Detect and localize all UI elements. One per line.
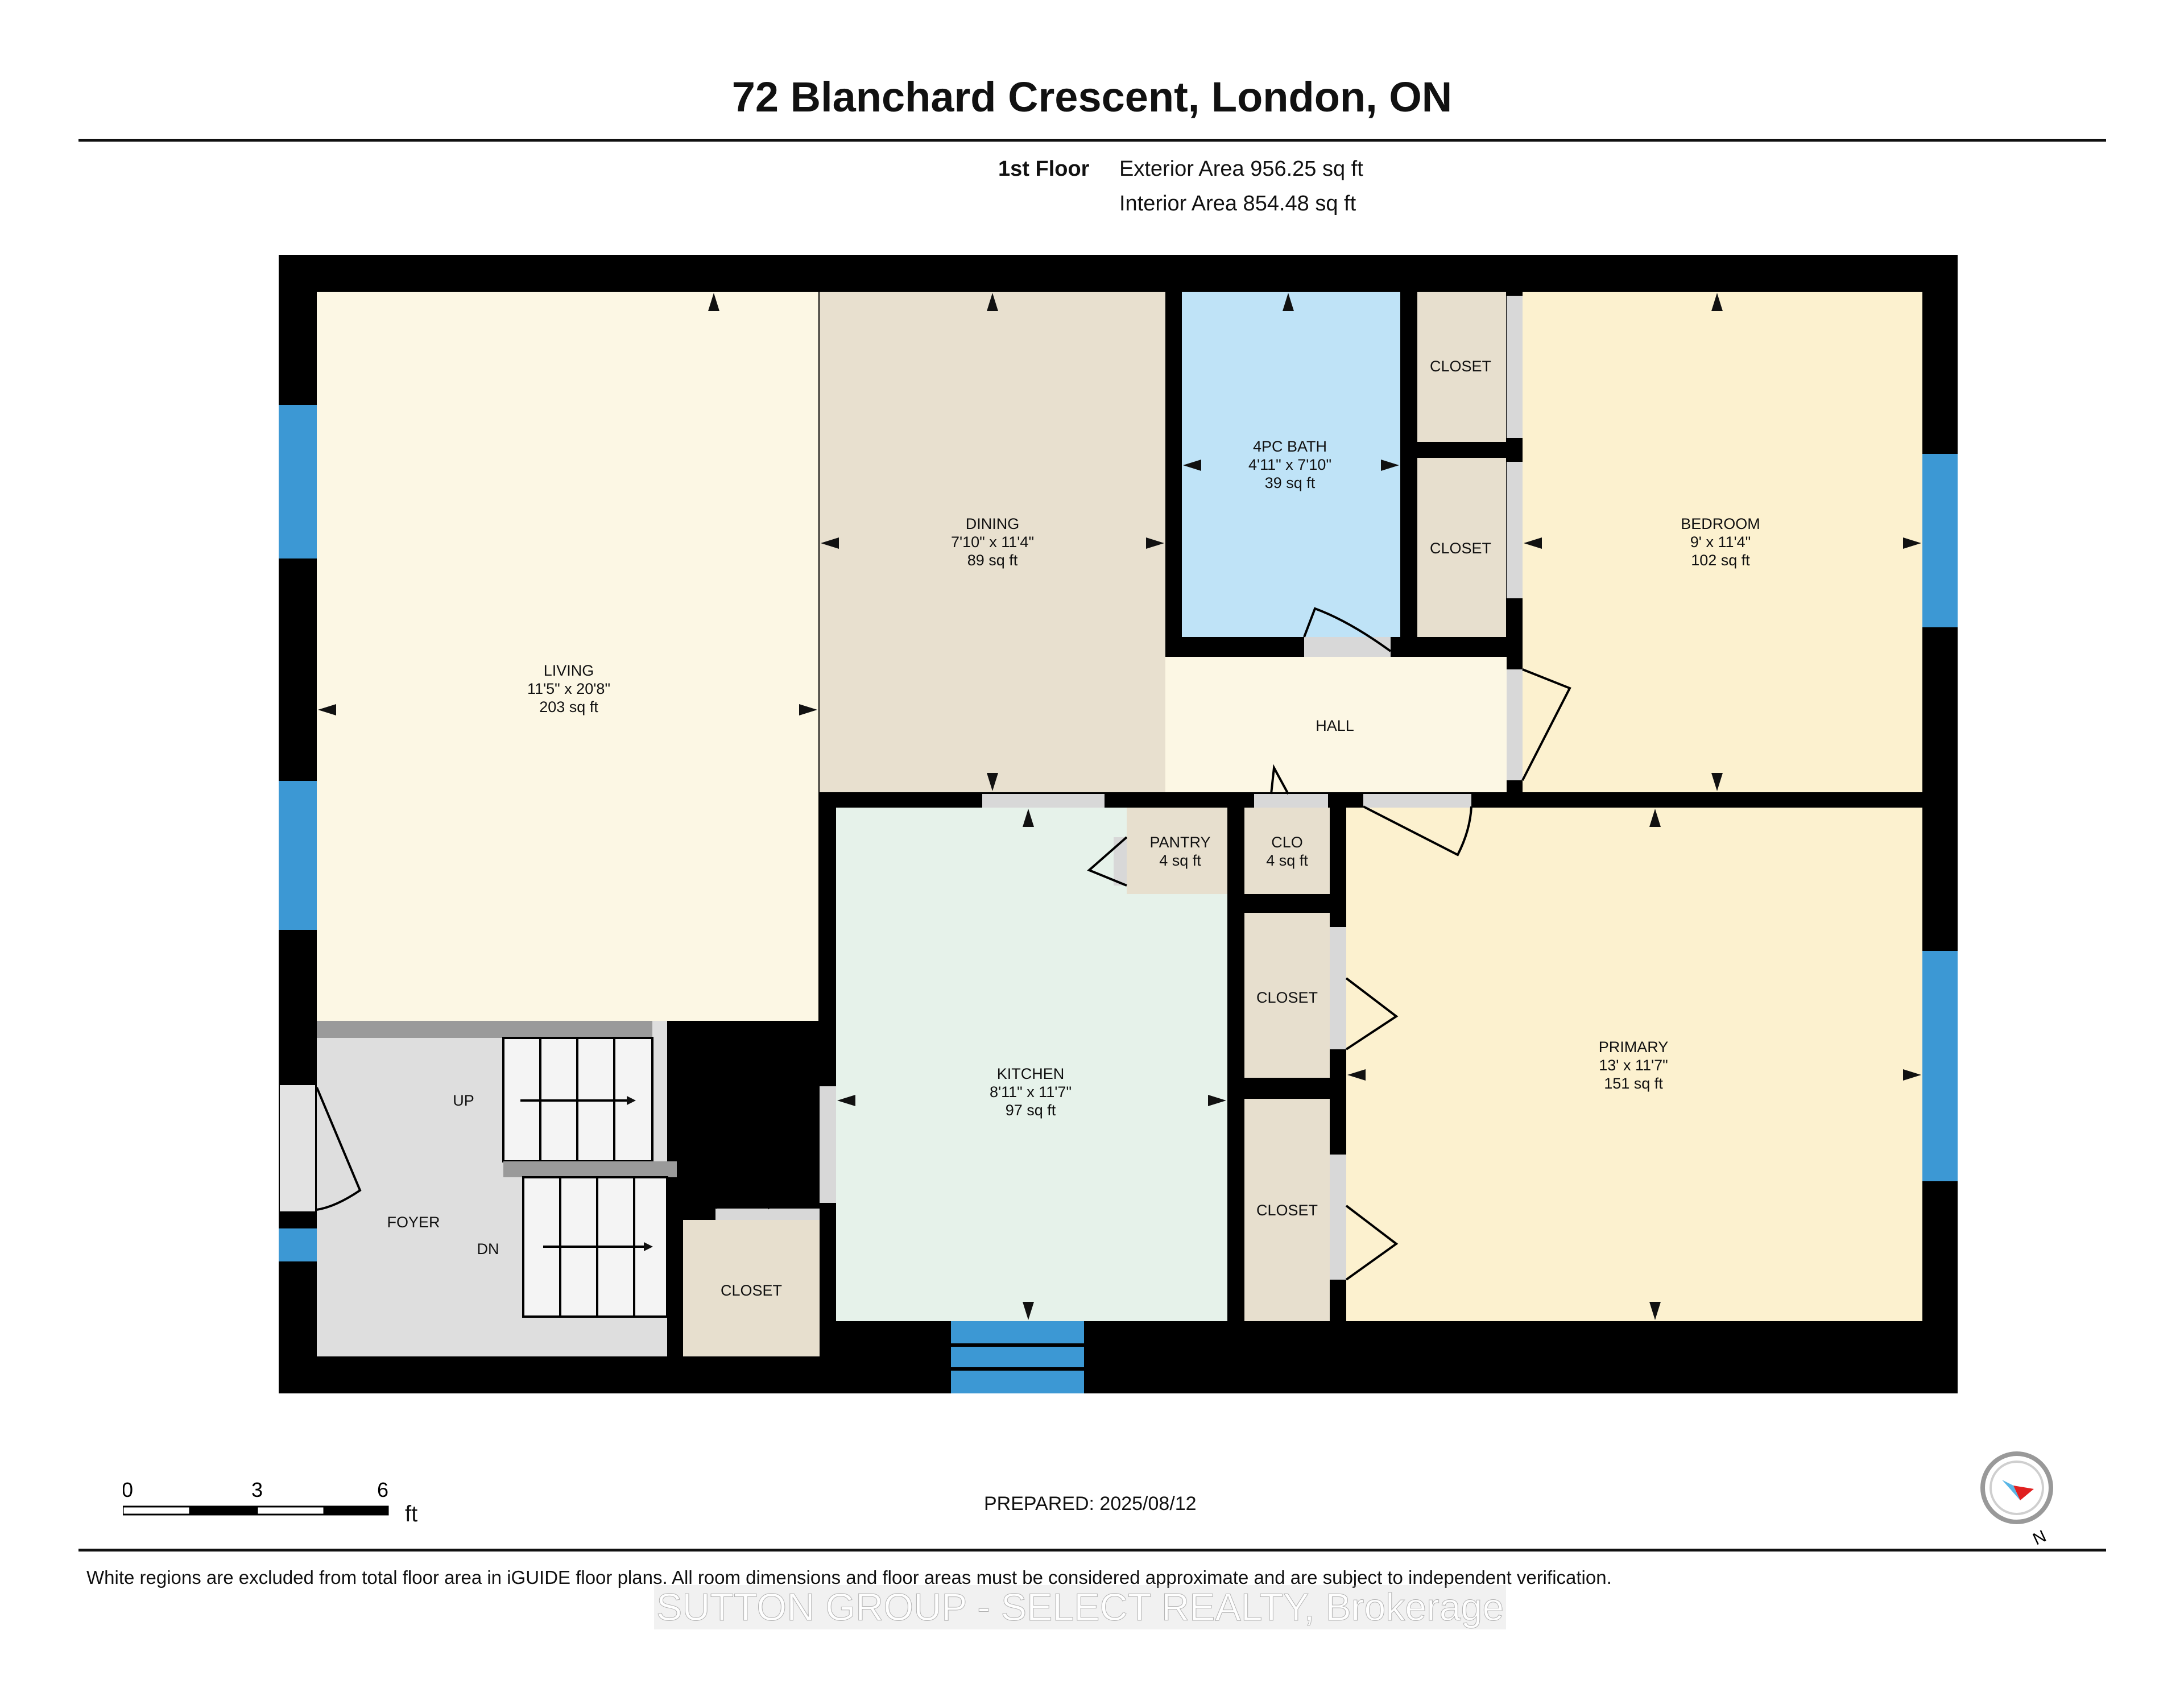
closet-label: CLOSET — [1430, 540, 1491, 557]
scale-tick: 6 — [377, 1478, 388, 1501]
clo-name: CLO — [1271, 834, 1303, 851]
scale-unit: ft — [405, 1501, 418, 1526]
dining-room — [820, 292, 1165, 792]
page-title: 72 Blanchard Crescent, London, ON — [731, 73, 1453, 121]
bedroom-name: BEDROOM — [1681, 515, 1760, 532]
dining-name: DINING — [966, 515, 1020, 532]
foyer-name: FOYER — [387, 1214, 440, 1231]
floor-plan: LIVING 11'5" x 20'8" 203 sq ft DINING 7'… — [279, 255, 1958, 1393]
footer-divider — [78, 1549, 2106, 1552]
living-area: 203 sq ft — [539, 698, 598, 715]
window — [279, 781, 317, 930]
clo-room — [1244, 808, 1330, 894]
scale-bar: 0 3 6 — [123, 1478, 389, 1516]
living-room — [317, 292, 818, 1021]
living-dims: 11'5" x 20'8" — [527, 680, 610, 697]
closet-primary-lower — [1244, 1099, 1330, 1321]
closet-lower — [1417, 458, 1506, 637]
primary-area: 151 sq ft — [1604, 1075, 1663, 1092]
pantry-room — [1127, 808, 1227, 894]
closet-label: CLOSET — [1430, 358, 1491, 375]
hall-name: HALL — [1316, 717, 1354, 734]
scale-tick: 0 — [123, 1478, 133, 1501]
exterior-area: Exterior Area 956.25 sq ft — [1119, 157, 1363, 181]
primary-name: PRIMARY — [1599, 1039, 1669, 1056]
closet-label: CLOSET — [1256, 989, 1318, 1006]
closet-label: CLOSET — [1256, 1202, 1318, 1219]
window — [279, 1228, 317, 1261]
dining-area: 89 sq ft — [967, 552, 1018, 569]
window — [1922, 951, 1958, 1181]
bath-name: 4PC BATH — [1253, 438, 1327, 455]
compass-icon: N — [1980, 1451, 2053, 1549]
bath-dims: 4'11" x 7'10" — [1248, 456, 1331, 473]
stairs — [502, 1037, 677, 1318]
bath-room — [1182, 292, 1400, 637]
living-name: LIVING — [544, 662, 594, 679]
primary-room — [1346, 808, 1922, 1321]
disclaimer-text: White regions are excluded from total fl… — [86, 1567, 1612, 1588]
prepared-date: PREPARED: 2025/08/12 — [984, 1493, 1197, 1515]
hall-room — [1165, 657, 1507, 792]
primary-dims: 13' x 11'7" — [1599, 1057, 1668, 1074]
scale-tick: 3 — [251, 1478, 263, 1501]
door-swings — [316, 607, 1571, 1281]
window — [951, 1321, 1084, 1393]
kitchen-name: KITCHEN — [997, 1065, 1065, 1082]
dimension-markers — [318, 293, 1921, 1320]
bedroom-room — [1523, 292, 1922, 792]
clo-area: 4 sq ft — [1266, 852, 1308, 869]
window — [1922, 454, 1958, 627]
brokerage-watermark: SUTTON GROUP - SELECT REALTY, Brokerage — [654, 1585, 1507, 1629]
window — [279, 405, 317, 558]
closet-upper — [1417, 292, 1506, 442]
pantry-area: 4 sq ft — [1159, 852, 1201, 869]
closet-label: CLOSET — [721, 1282, 782, 1299]
stairs-down-label: DN — [477, 1240, 499, 1257]
compass-label: N — [2030, 1526, 2049, 1549]
entry-door-gap — [280, 1085, 315, 1211]
pantry-name: PANTRY — [1149, 834, 1210, 851]
foyer-rail — [317, 1021, 652, 1038]
bedroom-area: 102 sq ft — [1691, 552, 1750, 569]
dining-dims: 7'10" x 11'4" — [951, 533, 1034, 551]
bedroom-dims: 9' x 11'4" — [1690, 533, 1751, 551]
floor-label: 1st Floor — [998, 157, 1090, 181]
bath-area: 39 sq ft — [1265, 474, 1316, 491]
kitchen-dims: 8'11" x 11'7" — [990, 1083, 1072, 1100]
header-divider — [78, 139, 2106, 142]
closet-primary-upper — [1244, 913, 1330, 1078]
stairs-up-label: UP — [453, 1092, 474, 1109]
foyer-closet — [683, 1220, 820, 1356]
interior-area: Interior Area 854.48 sq ft — [1119, 192, 1356, 216]
kitchen-area: 97 sq ft — [1006, 1102, 1056, 1119]
